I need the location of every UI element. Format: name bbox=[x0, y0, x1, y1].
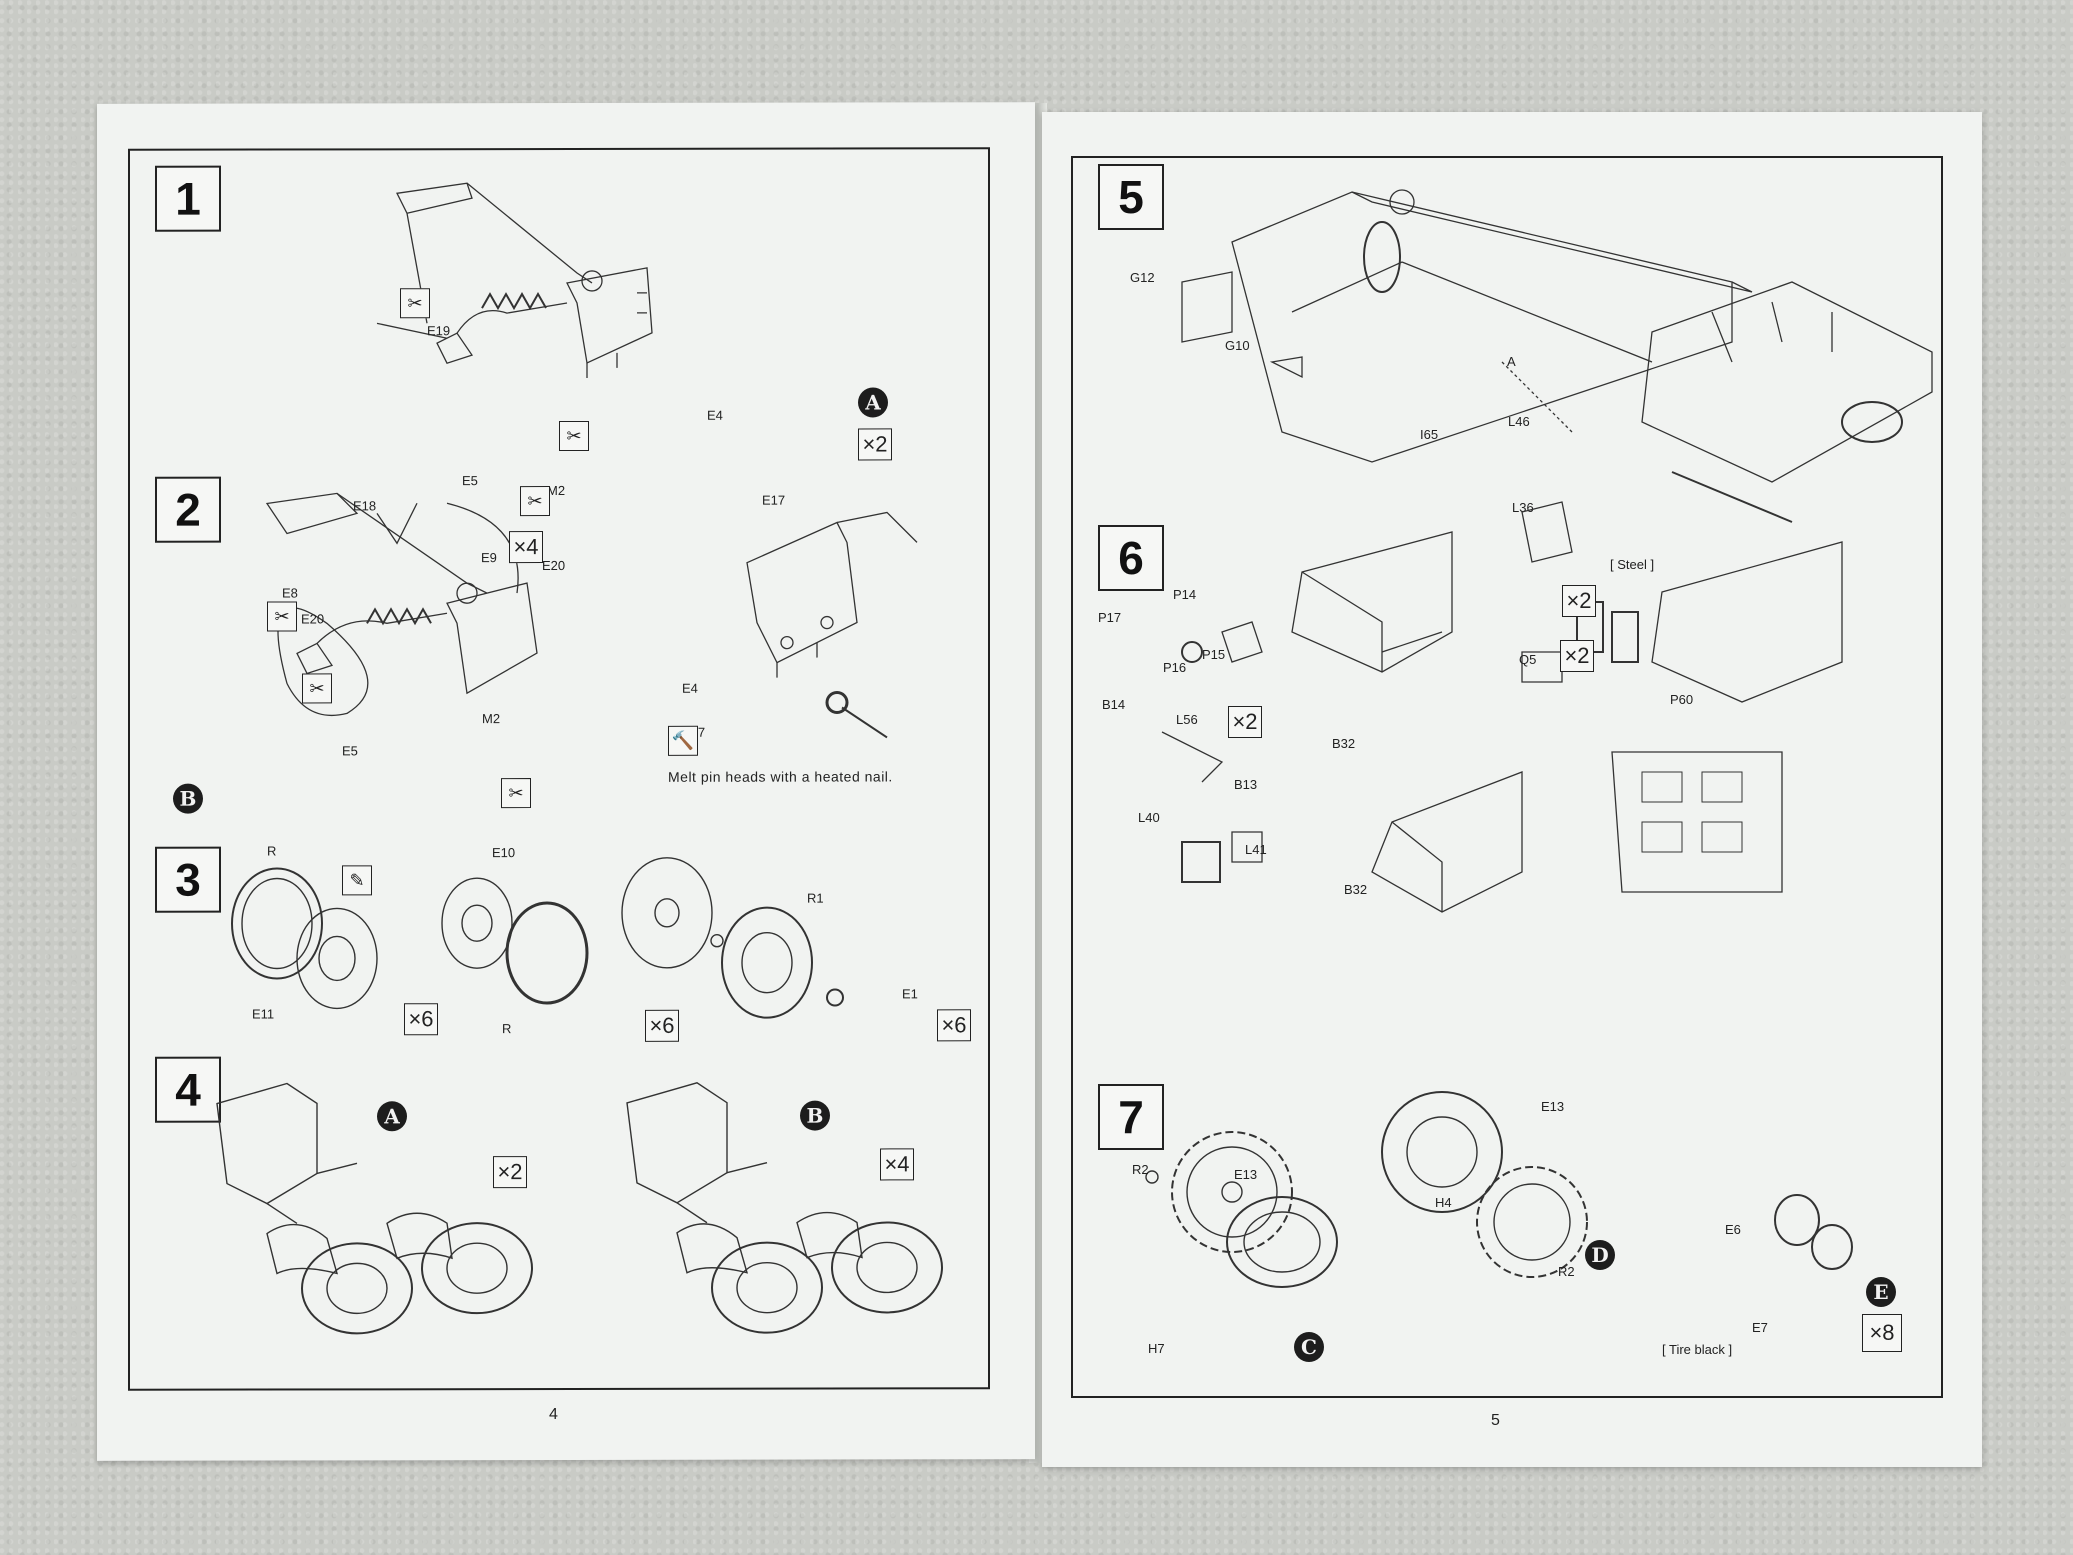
assembly-badge-b: B bbox=[800, 1100, 830, 1131]
part-label-b32: B32 bbox=[1332, 736, 1356, 751]
part-label-b14: B14 bbox=[1102, 697, 1126, 712]
step-6-multiplier-3: ×2 bbox=[1228, 706, 1262, 738]
part-label-g10: G10 bbox=[1225, 338, 1250, 353]
part-label-e10: E10 bbox=[492, 845, 516, 861]
heated-nail-icon: 🔨 bbox=[668, 725, 698, 756]
cement-icon: ✂ bbox=[501, 778, 531, 809]
material-steel-label: [ Steel ] bbox=[1610, 557, 1655, 572]
assembly-badge-c: C bbox=[1294, 1332, 1324, 1362]
part-label-e4: E4 bbox=[682, 680, 698, 696]
part-label-q5: Q5 bbox=[1519, 652, 1537, 667]
left-page: 1 E19 E4 E5 M2 E17 ✂ ✂ A ×2 2 E18 E9 E20… bbox=[97, 102, 1035, 1461]
step-5-hull-drawing bbox=[1172, 162, 1952, 522]
right-page: 5 G12 G10 A I65 L46 L36 6 bbox=[1042, 112, 1982, 1467]
part-label-r2: R2 bbox=[1132, 1162, 1149, 1177]
part-label-m2: M2 bbox=[482, 711, 501, 727]
step-3-multiplier-3: ×6 bbox=[937, 1009, 971, 1042]
step-1-suspension-drawing bbox=[317, 163, 697, 424]
step-2-pin-melting-drawing bbox=[717, 502, 977, 742]
part-label-e13: E13 bbox=[1234, 1167, 1258, 1182]
part-label-g12: G12 bbox=[1130, 270, 1155, 285]
part-label-l36: L36 bbox=[1512, 500, 1534, 515]
part-label-e1: E1 bbox=[902, 986, 918, 1002]
cement-icon: ✂ bbox=[400, 288, 430, 319]
cement-icon: ✂ bbox=[302, 673, 332, 704]
part-label-e6: E6 bbox=[1725, 1222, 1741, 1237]
step-6-multiplier-1: ×2 bbox=[1562, 585, 1596, 617]
part-label-p17: P17 bbox=[1098, 610, 1122, 625]
part-label-r: R bbox=[267, 843, 277, 859]
step-4-bogie-wheels-drawing bbox=[207, 1072, 1007, 1333]
part-label-l46: L46 bbox=[1508, 414, 1530, 429]
assembly-badge-a: A bbox=[858, 387, 888, 418]
part-label-e13: E13 bbox=[1541, 1099, 1565, 1114]
step-7-number: 7 bbox=[1098, 1084, 1164, 1150]
assembly-badge-e: E bbox=[1866, 1277, 1896, 1307]
cement-icon: ✂ bbox=[520, 486, 550, 517]
step-4-multiplier-1: ×2 bbox=[493, 1156, 527, 1189]
part-label-b32: B32 bbox=[1344, 882, 1368, 897]
part-label-p16: P16 bbox=[1163, 660, 1187, 675]
step-2-multiplier: ×4 bbox=[509, 531, 543, 564]
part-label-e5: E5 bbox=[342, 743, 358, 759]
part-label-p60: P60 bbox=[1670, 692, 1694, 707]
part-label-h4: H4 bbox=[1435, 1195, 1452, 1210]
step-3-road-wheels-drawing bbox=[227, 842, 927, 1043]
part-label-e4: E4 bbox=[707, 407, 723, 423]
step-6-number: 6 bbox=[1098, 525, 1164, 591]
part-label-l40: L40 bbox=[1138, 810, 1160, 825]
pin-melt-instruction: Melt pin heads with a heated nail. bbox=[668, 768, 893, 785]
step-7-sprocket-drawing bbox=[1132, 1082, 1952, 1342]
part-label-l56: L56 bbox=[1176, 712, 1198, 727]
step-2-suspension-drawing bbox=[197, 483, 577, 764]
part-label-r2: R2 bbox=[1558, 1264, 1575, 1279]
step-1-multiplier: ×2 bbox=[858, 428, 892, 461]
part-label-r: R bbox=[502, 1021, 512, 1037]
part-label-e7: E7 bbox=[1752, 1320, 1768, 1335]
paint-icon: ✎ bbox=[342, 865, 372, 896]
part-label-e18: E18 bbox=[353, 498, 377, 514]
part-label-i65: I65 bbox=[1420, 427, 1439, 442]
assembly-badge-d: D bbox=[1585, 1240, 1615, 1270]
part-label-e8: E8 bbox=[282, 585, 298, 601]
assembly-badge-b: B bbox=[173, 783, 203, 814]
part-label-e20: E20 bbox=[301, 611, 325, 627]
material-tire-black-label: [ Tire black ] bbox=[1662, 1342, 1733, 1357]
step-3-multiplier-2: ×6 bbox=[645, 1009, 679, 1042]
page-number: 5 bbox=[1491, 1412, 1500, 1429]
right-page-frame bbox=[1071, 156, 1943, 1398]
part-label-p14: P14 bbox=[1173, 587, 1197, 602]
step-4-multiplier-2: ×4 bbox=[880, 1148, 914, 1181]
page-number: 4 bbox=[549, 1406, 558, 1424]
step-3-multiplier-1: ×6 bbox=[404, 1003, 438, 1036]
part-label-e11: E11 bbox=[252, 1006, 275, 1022]
part-label-e20: E20 bbox=[542, 558, 566, 574]
part-label-r1: R1 bbox=[807, 890, 824, 906]
part-label-e9: E9 bbox=[481, 550, 497, 566]
step-6-hull-fittings-drawing bbox=[1142, 532, 1942, 912]
step-5-number: 5 bbox=[1098, 164, 1164, 230]
part-label-p15: P15 bbox=[1202, 647, 1226, 662]
part-label-b13: B13 bbox=[1234, 777, 1258, 792]
part-label-h7: H7 bbox=[1148, 1341, 1165, 1356]
step-3-number: 3 bbox=[155, 846, 221, 913]
part-label-l41: L41 bbox=[1245, 842, 1267, 857]
assembly-badge-a: A bbox=[377, 1101, 407, 1132]
step-6-multiplier-2: ×2 bbox=[1560, 640, 1594, 672]
cement-icon: ✂ bbox=[267, 601, 297, 632]
cement-icon: ✂ bbox=[559, 420, 589, 452]
step-7-multiplier: ×8 bbox=[1862, 1314, 1902, 1352]
step-1-number: 1 bbox=[155, 165, 221, 232]
part-label-e19: E19 bbox=[427, 323, 451, 339]
part-label-a: A bbox=[1507, 354, 1516, 369]
